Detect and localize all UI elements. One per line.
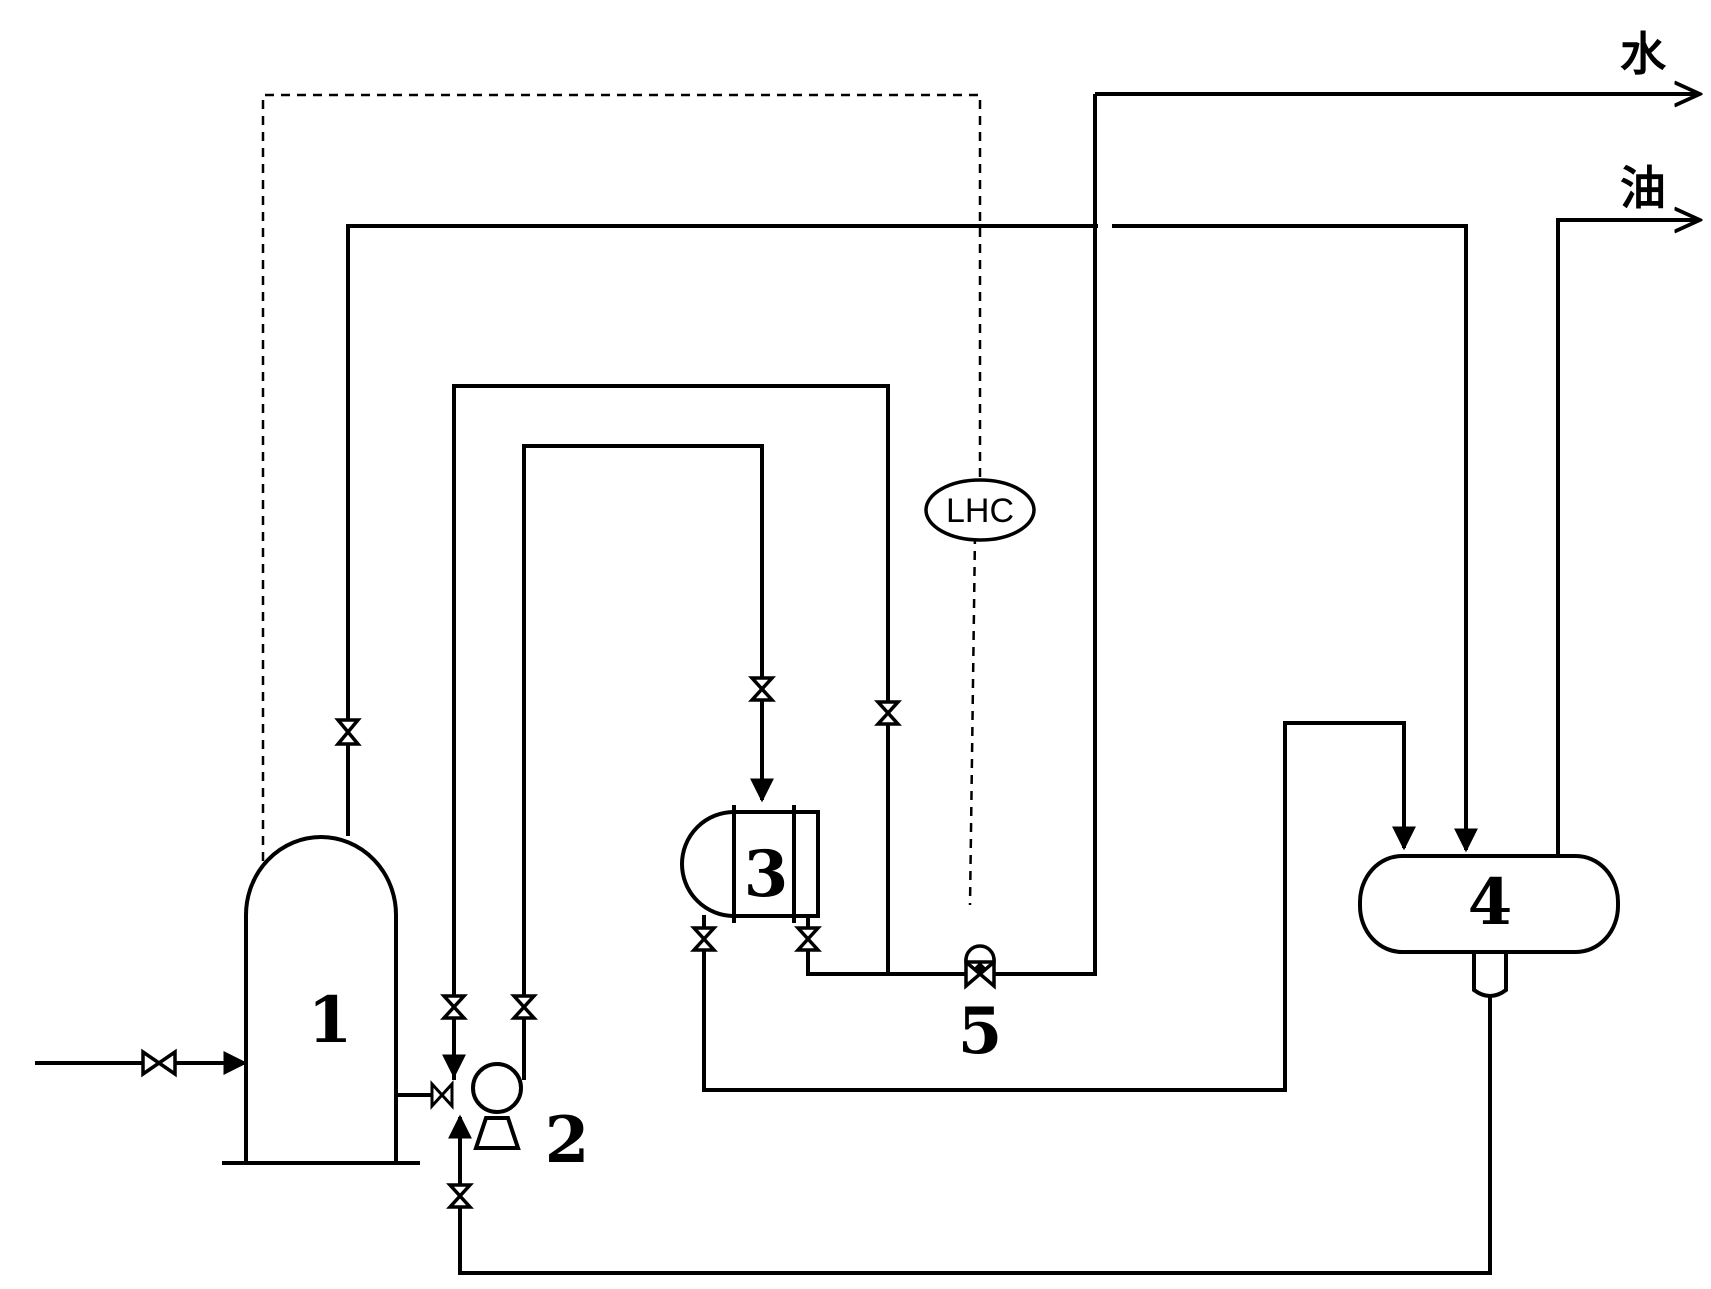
lhc-label: LHC xyxy=(946,492,1014,530)
vessel1-overhead-line xyxy=(346,224,1478,853)
control-valve-5-label: 5 xyxy=(958,994,1003,1069)
pump-discharge-line xyxy=(522,444,774,1080)
pump-inlet-valve[interactable] xyxy=(430,1080,454,1110)
exchanger-right-drain-valve[interactable] xyxy=(794,926,822,952)
heat-exchanger-3[interactable]: 3 xyxy=(680,805,820,923)
suction-loop-valve[interactable] xyxy=(440,994,468,1020)
oil-outlet-label: 油 xyxy=(1620,161,1666,215)
water-outlet-label: 水 xyxy=(1620,27,1667,81)
separator-4[interactable]: 4 xyxy=(1358,854,1620,998)
heat-exchanger-3-label: 3 xyxy=(744,837,789,912)
overhead-valve[interactable] xyxy=(334,718,362,746)
pump-2-label: 2 xyxy=(545,1103,590,1178)
vessel-1-label: 1 xyxy=(308,983,353,1058)
discharge-valve[interactable] xyxy=(510,994,538,1020)
vessel-1[interactable]: 1 xyxy=(222,835,420,1165)
exchanger-to-separator-line xyxy=(702,721,1416,1092)
control-valve-5[interactable]: 5 xyxy=(958,944,1003,1069)
exchanger-inlet-valve[interactable] xyxy=(748,676,776,702)
exchanger-left-drain-valve[interactable] xyxy=(690,926,718,952)
pump-2[interactable]: 2 xyxy=(471,1062,590,1178)
level-control-signal-line xyxy=(261,93,982,1085)
outer-loop-valve[interactable] xyxy=(874,700,902,726)
feed-valve[interactable] xyxy=(141,1048,177,1078)
separator-4-label: 4 xyxy=(1468,865,1513,940)
oil-outlet-line xyxy=(1556,220,1700,877)
outer-recycle-loop xyxy=(452,384,890,1080)
return-valve[interactable] xyxy=(446,1183,474,1209)
level-controller-lhc[interactable]: LHC xyxy=(924,478,1036,542)
